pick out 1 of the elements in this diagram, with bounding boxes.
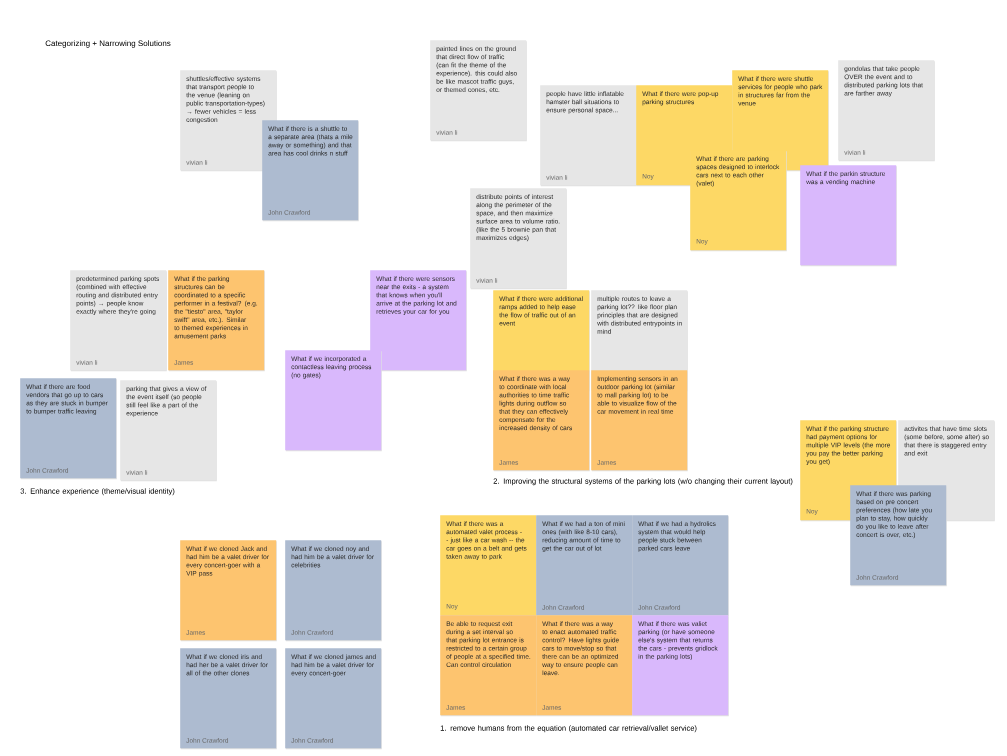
heading: Categorizing + Narrowing Solutions (45, 40, 171, 48)
